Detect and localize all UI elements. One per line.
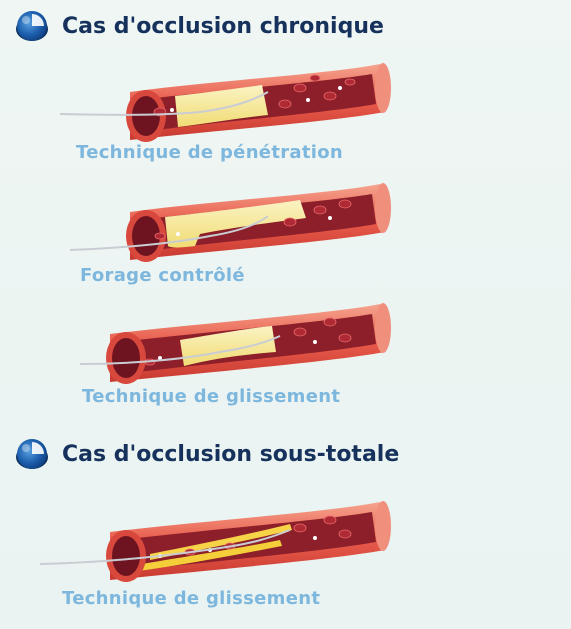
vessel-illustration-sliding [79,303,391,384]
section-heading-subtotal: Cas d'occlusion sous-totale [14,436,399,472]
caption-controlled-drilling: Forage contrôlé [80,265,245,286]
section-bullet-icon [16,439,48,469]
section-title: Cas d'occlusion sous-totale [62,441,400,467]
caption-sliding-1: Technique de glissement [82,386,341,407]
vessel-illustration-subtotal-sliding [39,501,391,582]
section-title: Cas d'occlusion chronique [62,13,384,39]
caption-sliding-2: Technique de glissement [62,588,321,609]
vessel-illustration-drilling [69,183,391,262]
vessel-illustration-penetration [59,63,391,142]
section-bullet-icon [16,11,48,41]
caption-penetration: Technique de pénétration [76,142,343,163]
section-heading-chronic: Cas d'occlusion chronique [14,8,384,44]
